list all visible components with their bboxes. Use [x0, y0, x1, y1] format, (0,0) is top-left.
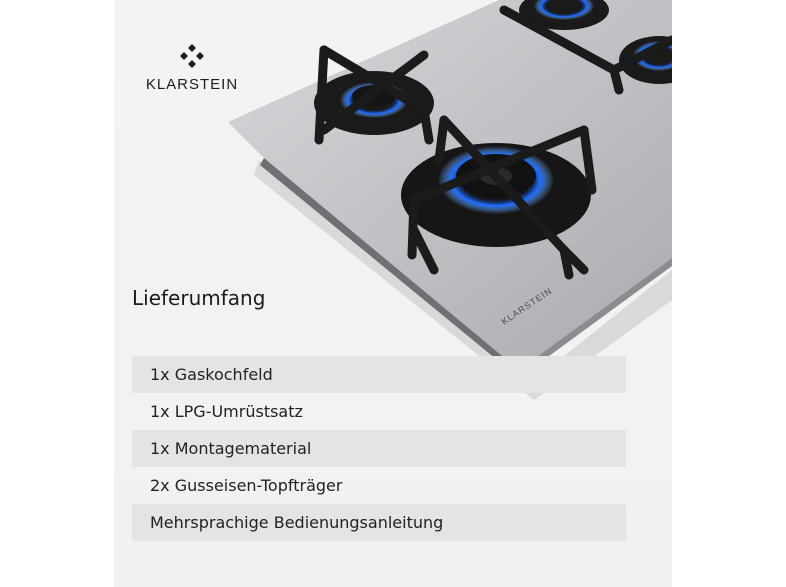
list-item: 1x Montagematerial	[132, 430, 626, 467]
scope-of-delivery-list: 1x Gaskochfeld 1x LPG-Umrüstsatz 1x Mont…	[132, 356, 626, 541]
gas-hob-photo: KLARSTEIN	[228, 0, 672, 400]
list-item: 1x Gaskochfeld	[132, 356, 626, 393]
brand-name: KLARSTEIN	[145, 76, 239, 93]
list-item: Mehrsprachige Bedienungsanleitung	[132, 504, 626, 541]
list-item: 1x LPG-Umrüstsatz	[150, 402, 303, 421]
brand-logo: KLARSTEIN	[132, 44, 252, 94]
hob-side-edge	[519, 258, 672, 378]
list-item: 2x Gusseisen-Topfträger	[150, 476, 343, 495]
klarstein-logo-icon	[180, 44, 204, 68]
hob-front-edge	[260, 158, 519, 378]
cast-iron-pan-supports	[314, 5, 672, 280]
burner-rear-center	[519, 0, 609, 30]
product-panel: KLARSTEIN KLARSTEIN Lieferumfang 1x Gask…	[114, 0, 672, 587]
section-heading: Lieferumfang	[132, 286, 266, 310]
